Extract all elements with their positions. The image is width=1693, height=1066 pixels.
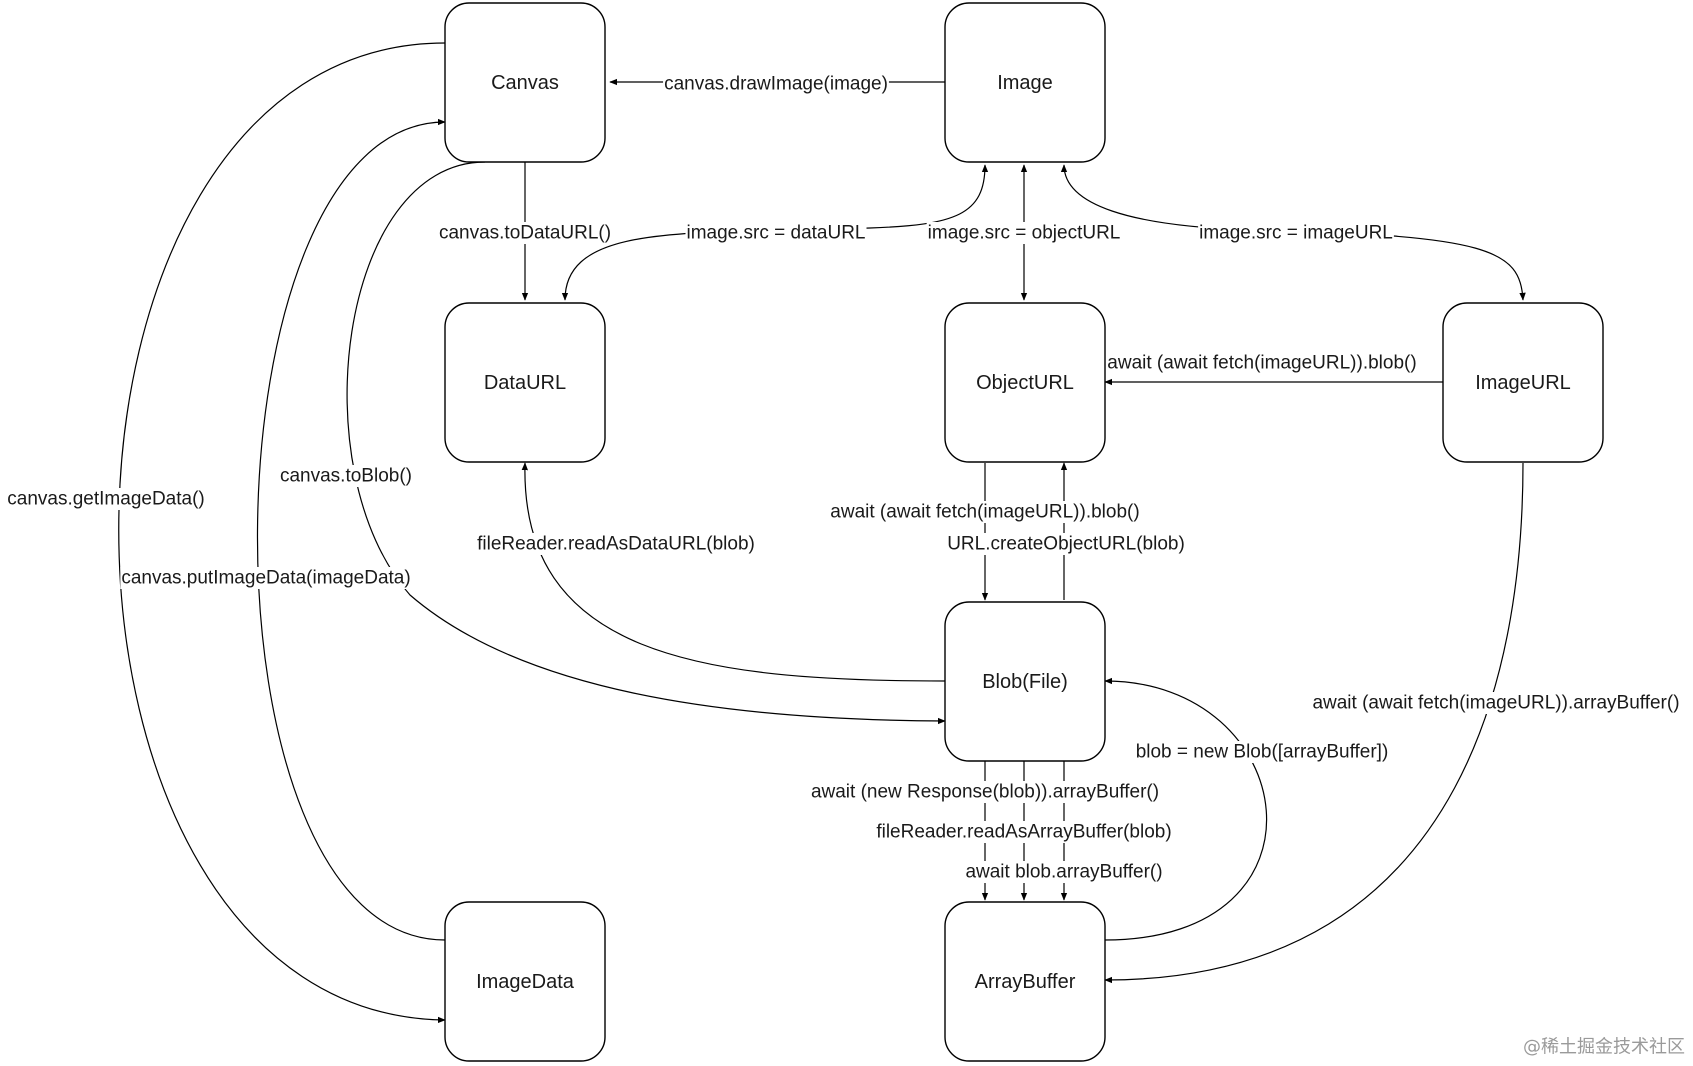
edge-label-background bbox=[685, 222, 867, 244]
edge-label-background bbox=[278, 465, 414, 487]
label-fetch-blob-objecturl: await (await fetch(imageURL)).blob() bbox=[830, 502, 1139, 523]
edge-readasdataurl bbox=[521, 462, 946, 682]
label-response-arraybuffer: await (new Response(blob)).arrayBuffer() bbox=[811, 782, 1159, 803]
label-blob-arraybuffer: await blob.arrayBuffer() bbox=[965, 862, 1162, 883]
edge-toblob bbox=[346, 161, 946, 725]
node-blob-label: Blob(File) bbox=[982, 671, 1068, 693]
edge-putimagedata bbox=[256, 118, 446, 941]
edge-label-background bbox=[437, 222, 613, 244]
node-image-label: Image bbox=[997, 72, 1053, 94]
edge-getimagedata bbox=[118, 42, 446, 1024]
edge-label-background bbox=[829, 501, 1141, 523]
label-fetch-blob-imageurl: await (await fetch(imageURL)).blob() bbox=[1107, 353, 1416, 374]
edge-label-background bbox=[120, 567, 412, 589]
label-toblob: canvas.toBlob() bbox=[280, 466, 412, 487]
node-canvas-label: Canvas bbox=[491, 72, 559, 94]
node-objecturl-label: ObjectURL bbox=[976, 372, 1074, 394]
node-dataurl-label: DataURL bbox=[484, 372, 566, 394]
edge-label-background bbox=[1134, 741, 1390, 763]
node-dataurl: DataURL bbox=[444, 302, 606, 463]
watermark: @稀土掘金技术社区 bbox=[1523, 1037, 1685, 1058]
node-blob: Blob(File) bbox=[944, 601, 1106, 762]
label-new-blob: blob = new Blob([arrayBuffer]) bbox=[1136, 742, 1389, 763]
label-drawimage: canvas.drawImage(image) bbox=[664, 74, 888, 95]
node-arraybuffer-label: ArrayBuffer bbox=[975, 971, 1076, 993]
label-readasarraybuffer: fileReader.readAsArrayBuffer(blob) bbox=[876, 822, 1171, 843]
node-imagedata-label: ImageData bbox=[476, 971, 575, 993]
node-image: Image bbox=[944, 2, 1106, 163]
edges bbox=[118, 42, 1526, 1024]
edge-label-background bbox=[875, 821, 1173, 843]
edge-label-background bbox=[663, 73, 889, 95]
label-src-dataurl: image.src = dataURL bbox=[687, 223, 866, 244]
label-fetch-arraybuffer: await (await fetch(imageURL)).arrayBuffe… bbox=[1312, 693, 1679, 714]
label-getimagedata: canvas.getImageData() bbox=[7, 489, 205, 510]
edge-label-background bbox=[1106, 352, 1418, 374]
label-putimagedata: canvas.putImageData(imageData) bbox=[121, 568, 410, 589]
edge-label-background bbox=[1311, 692, 1681, 714]
label-src-imageurl: image.src = imageURL bbox=[1199, 223, 1393, 244]
edge-label-background bbox=[1198, 222, 1394, 244]
edge-label-background bbox=[6, 488, 206, 510]
nodes: Canvas Image DataURL ObjectURL ImageURL … bbox=[444, 2, 1604, 1062]
label-todataurl: canvas.toDataURL() bbox=[439, 223, 611, 244]
label-createobjecturl: URL.createObjectURL(blob) bbox=[947, 534, 1185, 555]
edge-fetch-arraybuffer bbox=[1104, 462, 1524, 984]
node-imagedata: ImageData bbox=[444, 901, 606, 1062]
node-imageurl: ImageURL bbox=[1442, 302, 1604, 463]
edge-label-background bbox=[809, 781, 1161, 803]
edge-label-background bbox=[964, 861, 1164, 883]
edge-new-blob bbox=[1104, 677, 1268, 941]
edge-labels: canvas.drawImage(image) canvas.toDataURL… bbox=[6, 73, 1681, 883]
node-imageurl-label: ImageURL bbox=[1475, 372, 1571, 394]
node-arraybuffer: ArrayBuffer bbox=[944, 901, 1106, 1062]
edge-label-background bbox=[926, 222, 1122, 244]
node-canvas: Canvas bbox=[444, 2, 606, 163]
edge-label-background bbox=[476, 533, 756, 555]
label-src-objecturl: image.src = objectURL bbox=[928, 223, 1121, 244]
edge-label-background bbox=[946, 533, 1186, 555]
node-objecturl: ObjectURL bbox=[944, 302, 1106, 463]
label-readasdataurl: fileReader.readAsDataURL(blob) bbox=[477, 534, 755, 555]
